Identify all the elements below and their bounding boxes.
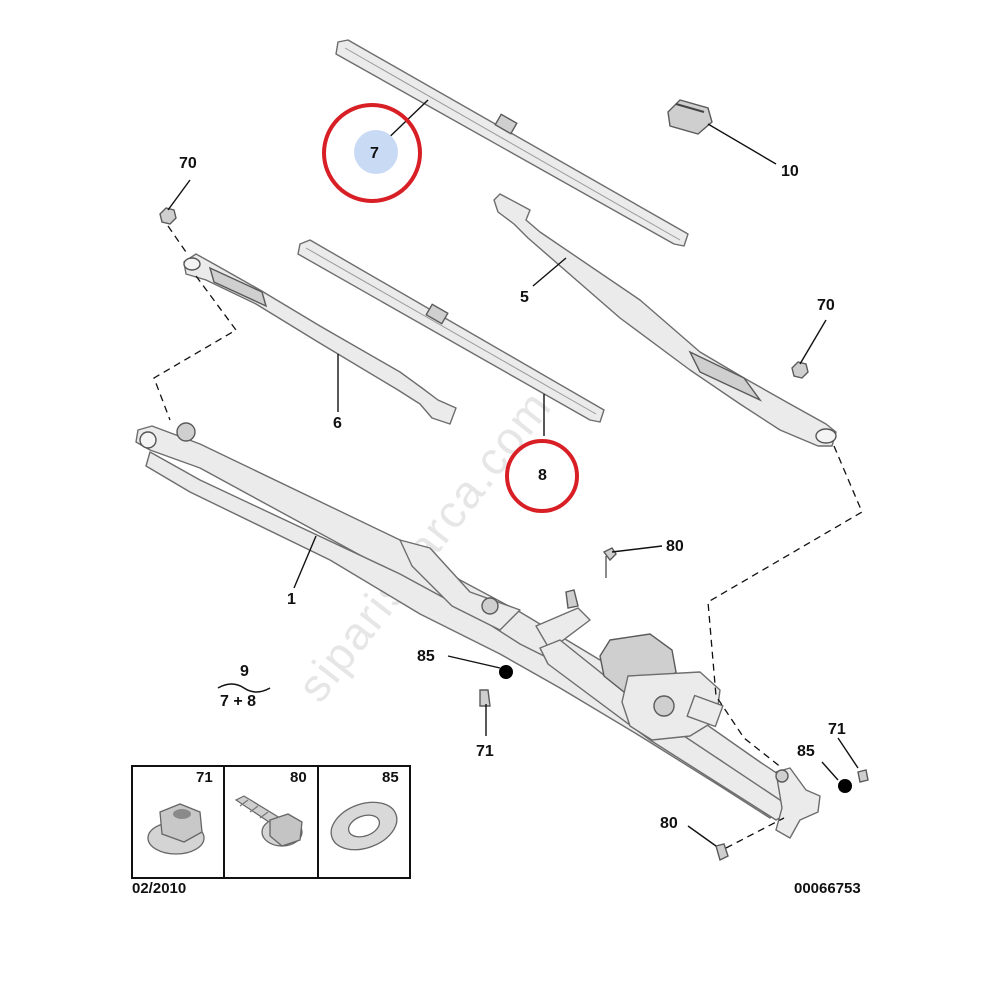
label-71-mid: 71: [476, 743, 494, 760]
label-85-mid: 85: [417, 648, 435, 665]
highlight-fill-7: [354, 130, 398, 174]
callout-labels: 70 7 10 5 70 6 8 80 1 85 71 71 85 80: [179, 145, 846, 832]
label-8: 8: [538, 467, 547, 484]
flange-bolt-icon: [234, 795, 303, 847]
footer-ref: 00066753: [794, 880, 861, 897]
nut-70-left: [159, 207, 177, 225]
label-5: 5: [520, 289, 529, 306]
legend-label-85: 85: [382, 769, 399, 786]
nut-71-mid: [479, 689, 491, 707]
wiper-linkage-1: [135, 422, 821, 839]
label-70-right: 70: [817, 297, 835, 314]
label-7: 7: [370, 145, 379, 162]
wiper-arm-6: [183, 253, 457, 425]
label-70-left: 70: [179, 155, 197, 172]
washer-cap-10: [667, 99, 713, 135]
kit-number: 9: [240, 663, 249, 680]
highlight-circle-7: [322, 103, 422, 203]
label-6: 6: [333, 415, 342, 432]
hardware-legend: 71 80 85: [131, 765, 411, 879]
highlight-circle-8: [505, 439, 579, 513]
label-71-right: 71: [828, 721, 846, 738]
wiper-blade-7: [335, 39, 689, 247]
washer-icon: [330, 801, 398, 851]
label-1: 1: [287, 591, 296, 608]
kit-content: 7 + 8: [220, 693, 256, 710]
label-85-right: 85: [797, 743, 815, 760]
washer-85-mid: [499, 665, 513, 679]
wiper-blade-8: [297, 239, 605, 423]
kit-note: 9 7 + 8: [217, 663, 271, 710]
dashed-guides: [153, 225, 863, 849]
legend-label-71: 71: [196, 769, 213, 786]
screw-80-top: [602, 547, 617, 578]
hardware-symbols: [159, 207, 869, 862]
label-80-bottom: 80: [660, 815, 678, 832]
leader-lines: [167, 99, 859, 847]
footer-date: 02/2010: [132, 880, 186, 897]
nut-71-right: [857, 769, 869, 783]
legend-label-80: 80: [290, 769, 307, 786]
nut-70-right: [791, 361, 809, 379]
washer-85-right: [838, 779, 852, 793]
screw-80-bottom: [715, 843, 729, 862]
flange-nut-icon: [147, 803, 205, 855]
bolt-upper: [565, 589, 579, 609]
label-80-top: 80: [666, 538, 684, 555]
label-10: 10: [781, 163, 799, 180]
